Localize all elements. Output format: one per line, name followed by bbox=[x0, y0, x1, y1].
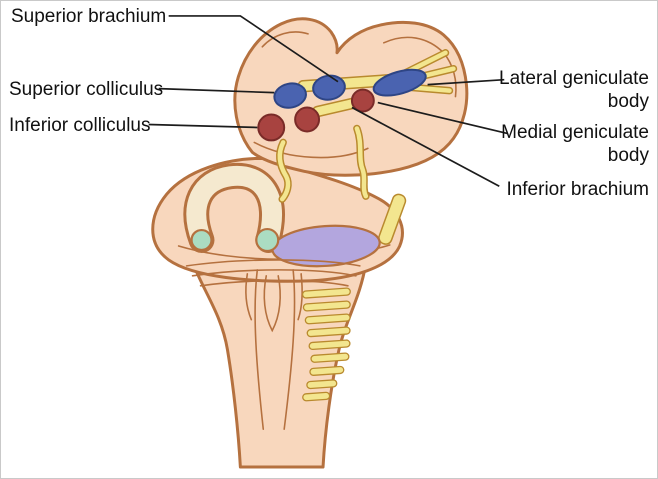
lateral-geniculate-body-shape bbox=[372, 68, 427, 97]
label-lateral-geniculate-body: Lateral geniculate body bbox=[499, 68, 649, 112]
label-superior-brachium: Superior brachium bbox=[11, 6, 167, 27]
medial-geniculate-body-shape bbox=[350, 88, 375, 113]
dorsal-column-line-left bbox=[254, 269, 265, 431]
superior-cerebellar-peduncle-fill bbox=[186, 165, 282, 250]
leader-inferior-brachium bbox=[351, 106, 500, 187]
peduncle-cap-left bbox=[190, 228, 213, 252]
label-superior-colliculus: Superior colliculus bbox=[9, 79, 164, 100]
leader-lateral-geniculate-body bbox=[427, 78, 505, 86]
dorsal-column-tick-right bbox=[297, 273, 303, 321]
pontine-fiber-band bbox=[378, 193, 407, 245]
nerve-rootlet bbox=[306, 379, 338, 390]
dorsal-column-line-right bbox=[283, 269, 296, 431]
label-inferior-brachium: Inferior brachium bbox=[506, 179, 649, 200]
nerve-rootlet bbox=[306, 326, 351, 338]
leader-medial-geniculate-body bbox=[377, 101, 508, 135]
thalamus-contour-left bbox=[261, 31, 309, 48]
trochlear-fiber-strand-left bbox=[277, 140, 291, 202]
fiber-strand-right bbox=[354, 126, 369, 199]
pontomedullary-striation bbox=[191, 269, 357, 277]
peduncle-cap-right bbox=[255, 227, 280, 253]
nerve-rootlet bbox=[301, 287, 351, 299]
label-inferior-colliculus: Inferior colliculus bbox=[9, 115, 151, 136]
leader-superior-colliculus bbox=[158, 87, 275, 94]
inferior-colliculus-right-shape bbox=[294, 106, 321, 133]
leader-inferior-colliculus bbox=[148, 123, 258, 129]
nerve-rootlet bbox=[302, 300, 351, 312]
nerve-rootlet bbox=[309, 365, 345, 376]
pontomedullary-striation bbox=[185, 259, 361, 267]
nerve-rootlet bbox=[308, 339, 351, 351]
nerve-rootlet bbox=[302, 391, 331, 402]
midbrain-thalamus-shape bbox=[233, 17, 469, 177]
nerve-rootlets bbox=[301, 287, 351, 402]
label-medial-geniculate-body: Medial geniculate body bbox=[501, 122, 649, 166]
nerve-rootlet bbox=[310, 352, 350, 363]
leader-superior-brachium bbox=[168, 15, 339, 83]
dorsal-column-tick-left bbox=[245, 273, 253, 321]
gracile-tubercle-lens bbox=[263, 275, 281, 333]
inferior-colliculus-left-shape bbox=[257, 113, 286, 142]
superior-colliculus-left-shape bbox=[273, 82, 307, 109]
nerve-rootlet bbox=[304, 313, 351, 325]
